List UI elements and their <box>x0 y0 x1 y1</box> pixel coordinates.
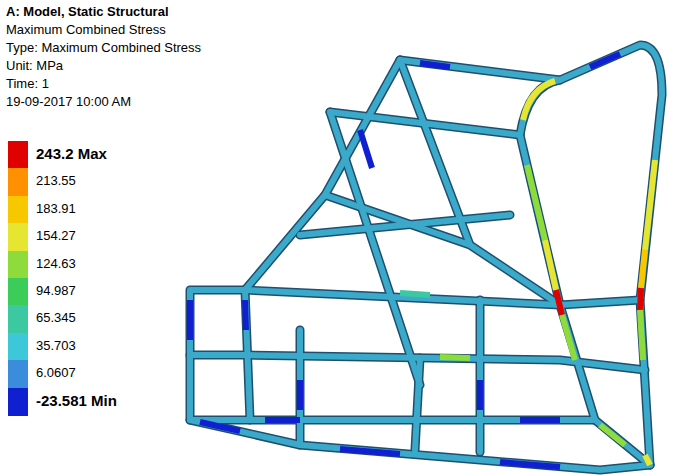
legend-value: 35.703 <box>36 338 76 354</box>
legend-value: 94.987 <box>36 283 76 299</box>
legend-value: 124.63 <box>36 256 76 272</box>
stress-hotspots <box>190 54 655 467</box>
legend-swatch <box>8 168 28 196</box>
info-line: Type: Maximum Combined Stress <box>6 40 201 56</box>
info-line: 19-09-2017 10:00 AM <box>6 94 131 110</box>
info-line: Maximum Combined Stress <box>6 22 166 38</box>
legend-value: 65.345 <box>36 310 76 326</box>
legend-value: 243.2 Max <box>36 146 107 162</box>
tube-outline <box>190 45 662 470</box>
legend-swatch <box>8 223 28 251</box>
info-line: Unit: MPa <box>6 58 63 74</box>
tube-body <box>190 45 662 470</box>
legend-value: 6.0607 <box>36 365 76 381</box>
legend-swatch <box>8 196 28 224</box>
legend-swatch <box>8 388 28 416</box>
legend-swatch <box>8 360 28 388</box>
model-title: A: Model, Static Structural <box>6 4 169 20</box>
legend-swatch <box>8 251 28 279</box>
legend-value: 213.55 <box>36 173 76 189</box>
legend-value: -23.581 Min <box>36 393 117 409</box>
legend-value: 183.91 <box>36 201 76 217</box>
legend-swatch <box>8 305 28 333</box>
legend-swatch <box>8 333 28 361</box>
legend-swatch <box>8 141 28 169</box>
info-line: Time: 1 <box>6 76 49 92</box>
legend-swatch <box>8 278 28 306</box>
legend-value: 154.27 <box>36 228 76 244</box>
